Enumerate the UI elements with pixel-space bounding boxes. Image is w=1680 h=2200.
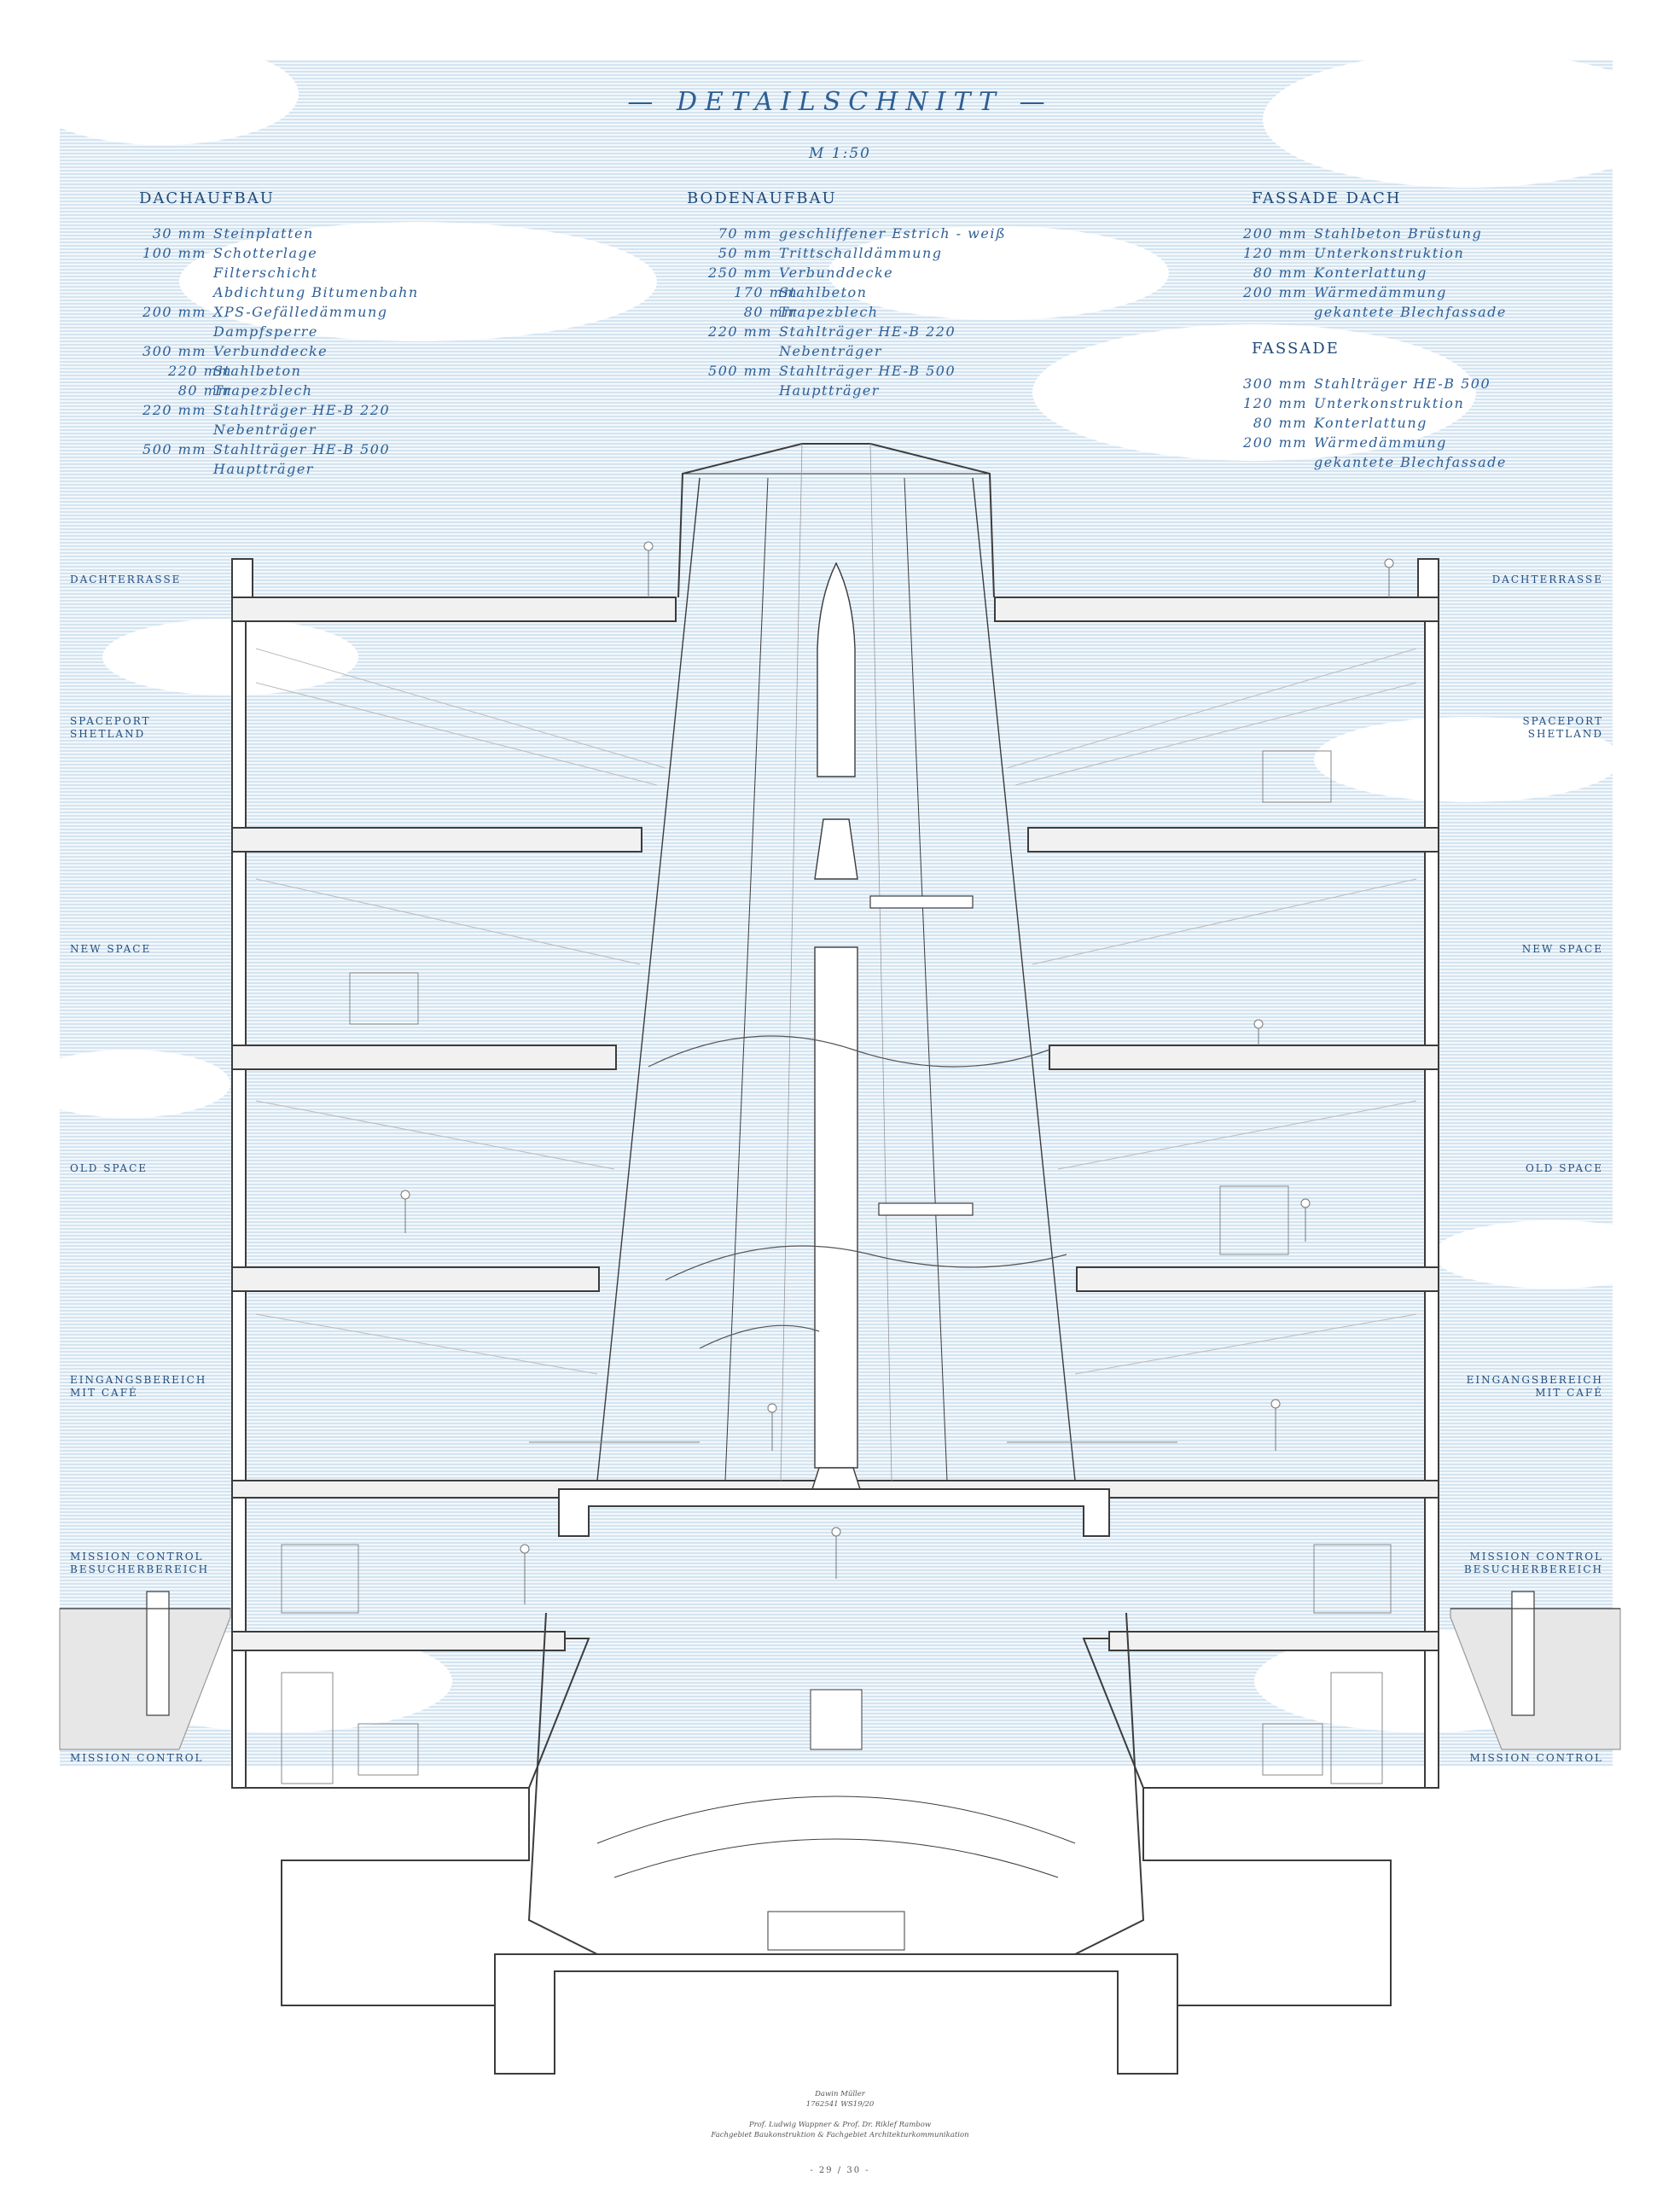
- basement-visitor-level: [231, 1488, 1439, 2006]
- spec-material: Nebenträger: [213, 422, 317, 438]
- spec-thickness: 500 mm: [142, 441, 206, 457]
- spec-material: Stahlträger HE-B 220: [779, 323, 956, 340]
- spec-thickness: 120 mm: [1243, 395, 1307, 411]
- spec-material: Stahlträger HE-B 220: [213, 402, 391, 418]
- spec-material: Abdichtung Bitumenbahn: [213, 284, 419, 300]
- spec-material: Filterschicht: [213, 265, 318, 281]
- spec-material: Stahlträger HE-B 500: [213, 441, 391, 457]
- heading-fassade-dach: FASSADE DACH: [1252, 189, 1402, 207]
- spec-material: Stahlbeton: [213, 363, 302, 379]
- spec-material: Schotterlage: [213, 245, 318, 261]
- spec-thickness: 220 mm: [168, 363, 232, 379]
- spec-material: Trittschalldämmung: [779, 245, 943, 261]
- spec-material: Stahlbeton Brüstung: [1314, 225, 1483, 242]
- spec-material: Stahlträger HE-B 500: [779, 363, 956, 379]
- spec-thickness: 300 mm: [142, 343, 206, 359]
- spec-thickness: 200 mm: [1243, 284, 1307, 300]
- terrain: [59, 1591, 1621, 1750]
- spec-thickness: 80 mm: [743, 304, 798, 320]
- spec-material: Wärmedämmung: [1314, 284, 1447, 300]
- level-label-left-6: MISSION CONTROL: [70, 1752, 204, 1764]
- roof-trusses: [255, 648, 1417, 1375]
- spec-material: Stahlbeton: [779, 284, 868, 300]
- spec-thickness: 220 mm: [142, 402, 206, 418]
- human-figures: [400, 541, 1394, 1604]
- spec-thickness: 80 mm: [1253, 415, 1307, 431]
- furniture: [281, 750, 1392, 1784]
- level-label-left-3: OLD SPACE: [70, 1162, 148, 1174]
- spec-material: Verbunddecke: [779, 265, 894, 281]
- spec-thickness: 200 mm: [1243, 225, 1307, 242]
- spec-material: Unterkonstruktion: [1314, 245, 1465, 261]
- spec-thickness: 50 mm: [718, 245, 772, 261]
- spec-thickness: 100 mm: [142, 245, 206, 261]
- level-label-right-3: OLD SPACE: [1525, 1162, 1603, 1174]
- level-label-right-6: MISSION CONTROL: [1469, 1752, 1603, 1764]
- spec-material: Steinplatten: [213, 225, 314, 242]
- heading-dachaufbau: DACHAUFBAU: [139, 189, 275, 207]
- page-number: - 29 / 30 -: [810, 2166, 870, 2175]
- spec-thickness: 200 mm: [1243, 434, 1307, 451]
- spec-thickness: 500 mm: [708, 363, 772, 379]
- spec-material: Wärmedämmung: [1314, 434, 1447, 451]
- rocket: [811, 562, 861, 1490]
- credit-department: Fachgebiet Baukonstruktion & Fachgebiet …: [711, 2131, 969, 2139]
- spec-material: Dampfsperre: [213, 323, 318, 340]
- mission-control-room: [494, 1612, 1178, 2075]
- spec-thickness: 30 mm: [152, 225, 206, 242]
- spec-thickness: 80 mm: [1253, 265, 1307, 281]
- credits: Dawin Müller 1762541 WS19/20 Prof. Ludwi…: [0, 2089, 1680, 2140]
- credit-author: Dawin Müller: [815, 2090, 865, 2098]
- spec-material: Trapezblech: [779, 304, 879, 320]
- spiral-stairs: [648, 895, 1067, 1349]
- spec-thickness: 300 mm: [1243, 375, 1307, 392]
- spec-material: Hauptträger: [213, 461, 314, 477]
- spec-thickness: 80 mm: [177, 382, 232, 399]
- heading-fassade: FASSADE: [1252, 340, 1340, 358]
- spec-thickness: 220 mm: [708, 323, 772, 340]
- drawing-title: — DETAILSCHNITT —: [627, 87, 1053, 117]
- level-label-right-2: NEW SPACE: [1521, 943, 1603, 955]
- spec-material: gekantete Blechfassade: [1314, 304, 1507, 320]
- spec-material: Hauptträger: [779, 382, 880, 399]
- heading-bodenaufbau: BODENAUFBAU: [687, 189, 837, 207]
- spec-material: Stahlträger HE-B 500: [1314, 375, 1491, 392]
- spec-material: Konterlattung: [1314, 265, 1427, 281]
- spec-material: geschliffener Estrich - weiß: [779, 225, 1007, 242]
- spec-thickness: 120 mm: [1243, 245, 1307, 261]
- spec-thickness: 170 mm: [734, 284, 798, 300]
- spec-material: XPS-Gefälledämmung: [213, 304, 388, 320]
- credit-professors: Prof. Ludwig Wappner & Prof. Dr. Riklef …: [748, 2121, 932, 2129]
- drawing-scale: M 1:50: [809, 145, 871, 162]
- spec-material: Nebenträger: [779, 343, 882, 359]
- central-tower: [596, 443, 1076, 1481]
- spec-material: Unterkonstruktion: [1314, 395, 1465, 411]
- spec-thickness: 250 mm: [708, 265, 772, 281]
- spec-material: Verbunddecke: [213, 343, 328, 359]
- level-label-left-0: DACHTERRASSE: [70, 573, 182, 585]
- level-label-right-0: DACHTERRASSE: [1491, 573, 1603, 585]
- spec-thickness: 70 mm: [718, 225, 772, 242]
- spec-material: Trapezblech: [213, 382, 313, 399]
- level-label-left-2: NEW SPACE: [70, 943, 152, 955]
- credit-id: 1762541 WS19/20: [805, 2100, 875, 2109]
- spec-material: Konterlattung: [1314, 415, 1427, 431]
- spec-material: gekantete Blechfassade: [1314, 454, 1507, 470]
- spec-thickness: 200 mm: [142, 304, 206, 320]
